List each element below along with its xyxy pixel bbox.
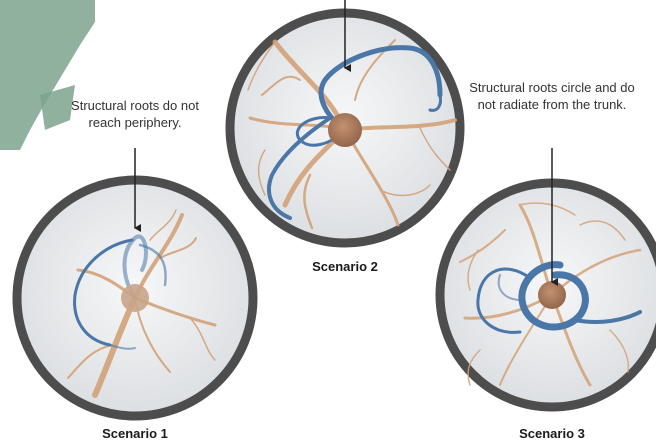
scenario-1-callout: Structural roots do not reach periphery. [55,97,215,131]
scenario-1-trunk [121,284,149,312]
scenario-3-caption: Scenario 3 [482,426,622,441]
scenario-3-pot [440,183,656,407]
scenario-3-trunk [538,281,566,309]
scenario-1-caption: Scenario 1 [65,426,205,441]
scenario-2-trunk [328,113,362,147]
scenario-3-callout: Structural roots circle and do not radia… [468,79,636,113]
scenario-2-caption: Scenario 2 [275,259,415,274]
